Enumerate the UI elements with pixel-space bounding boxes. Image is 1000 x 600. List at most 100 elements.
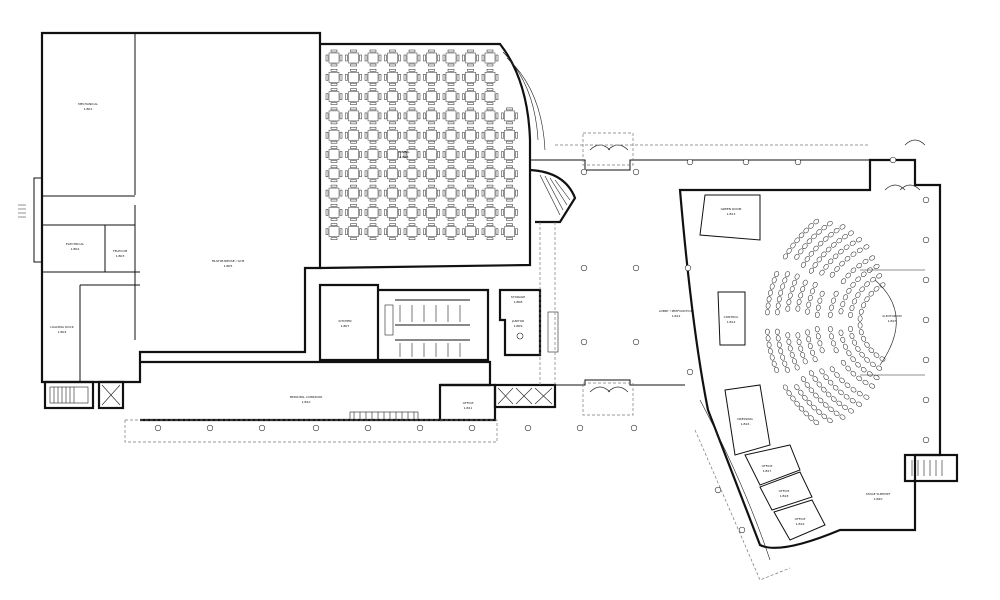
auditorium-seat [849, 398, 856, 404]
auditorium-seat [789, 286, 795, 293]
auditorium-seat [796, 298, 802, 306]
auditorium-seat [805, 308, 810, 315]
auditorium-seat [798, 292, 804, 299]
column [364, 424, 372, 432]
auditorium-seat [866, 371, 873, 377]
dining-table [384, 146, 401, 163]
auditorium-seat [862, 379, 869, 386]
auditorium-seat [798, 405, 805, 412]
dining-table [423, 88, 440, 105]
auditorium-seat [876, 365, 883, 371]
dining-table [364, 69, 382, 86]
label-corridor: PRINCIPAL CORRIDOR [290, 395, 323, 399]
column [258, 424, 266, 432]
auditorium-seat [792, 358, 797, 365]
dining-table [501, 165, 518, 183]
auditorium-seat [836, 400, 843, 407]
label-office: OFFICE [463, 401, 474, 405]
label-electrical: ELECTRICAL [66, 242, 85, 246]
auditorium-seat [829, 366, 835, 373]
dining-table [384, 165, 401, 183]
dining-table [403, 165, 421, 183]
auditorium-seat [856, 391, 863, 397]
auditorium-seat [798, 345, 804, 352]
dining-table [501, 146, 518, 163]
dining-table [423, 165, 440, 183]
dining-table [384, 126, 401, 144]
label-green-room: GREEN ROOM [721, 207, 742, 211]
auditorium-seat [828, 326, 833, 333]
dining-table [345, 146, 362, 163]
lobby-link [530, 132, 870, 416]
auditorium-seat [833, 410, 840, 417]
auditorium-seat [825, 246, 832, 253]
auditorium-seat [850, 370, 857, 377]
code-janitor: 1-B09 [514, 324, 523, 328]
dining-table [481, 126, 499, 144]
auditorium-seat [849, 240, 856, 246]
dining-table [364, 88, 382, 105]
auditorium-seat [833, 290, 839, 297]
dining-table [364, 184, 382, 202]
auditorium-seat [864, 296, 870, 303]
auditorium-seat [816, 256, 822, 263]
auditorium-seat [860, 271, 867, 277]
code-dining: 1-B06 [400, 155, 409, 159]
auditorium-seat [768, 289, 773, 296]
auditorium-seat [782, 360, 788, 367]
auditorium-seat [857, 322, 863, 329]
auditorium-seat [852, 339, 857, 346]
column [889, 156, 897, 164]
auditorium-seat [806, 400, 813, 406]
auditorium-seat [826, 220, 833, 227]
dining-table [423, 146, 440, 163]
auditorium-seat [870, 361, 876, 368]
dining-table [384, 184, 401, 202]
auditorium-seat [840, 336, 846, 343]
dining-table [325, 204, 343, 221]
auditorium-seat [869, 383, 876, 389]
auditorium-seat [839, 260, 845, 267]
auditorium-seat [817, 297, 823, 304]
auditorium-seat [808, 415, 814, 421]
dining-table [481, 204, 499, 221]
auditorium-seat [848, 311, 853, 319]
auditorium-seat [792, 279, 797, 286]
auditorium-seat [828, 311, 833, 318]
auditorium-seat [849, 332, 855, 340]
auditorium-seat [858, 329, 864, 336]
auditorium-seat [808, 250, 815, 257]
auditorium-seat [832, 253, 839, 260]
auditorium-seat [775, 302, 781, 309]
auditorium-seat [838, 389, 844, 396]
auditorium-seat [850, 356, 856, 363]
auditorium-seat [870, 276, 876, 283]
auditorium-seat [843, 244, 850, 250]
auditorium-seat [842, 234, 848, 240]
dining-table [384, 69, 401, 86]
auditorium-seat [782, 384, 789, 391]
auditorium-seat [811, 404, 817, 411]
auditorium-seat [844, 256, 851, 262]
label-dining: DINING [399, 150, 411, 154]
auditorium-seat [821, 251, 827, 258]
auditorium-seat [838, 329, 844, 336]
label-storage: STORAGE [511, 295, 525, 299]
dining-table [403, 204, 421, 221]
dining-table [384, 49, 401, 67]
auditorium-seat [842, 294, 848, 301]
dining-table [364, 204, 382, 221]
dining-table [462, 165, 479, 183]
dining-table [462, 107, 479, 125]
dining-table [345, 69, 362, 86]
auditorium-seat [815, 304, 821, 311]
dining-table [423, 126, 440, 144]
auditorium-seat [795, 332, 801, 339]
auditorium-seat [868, 290, 874, 297]
auditorium-seat [774, 271, 779, 278]
auditorium-seat [816, 409, 822, 415]
dining-tables [325, 49, 518, 240]
dining-table [345, 88, 362, 105]
auditorium-seat [822, 402, 829, 408]
auditorium-seat [794, 384, 800, 391]
